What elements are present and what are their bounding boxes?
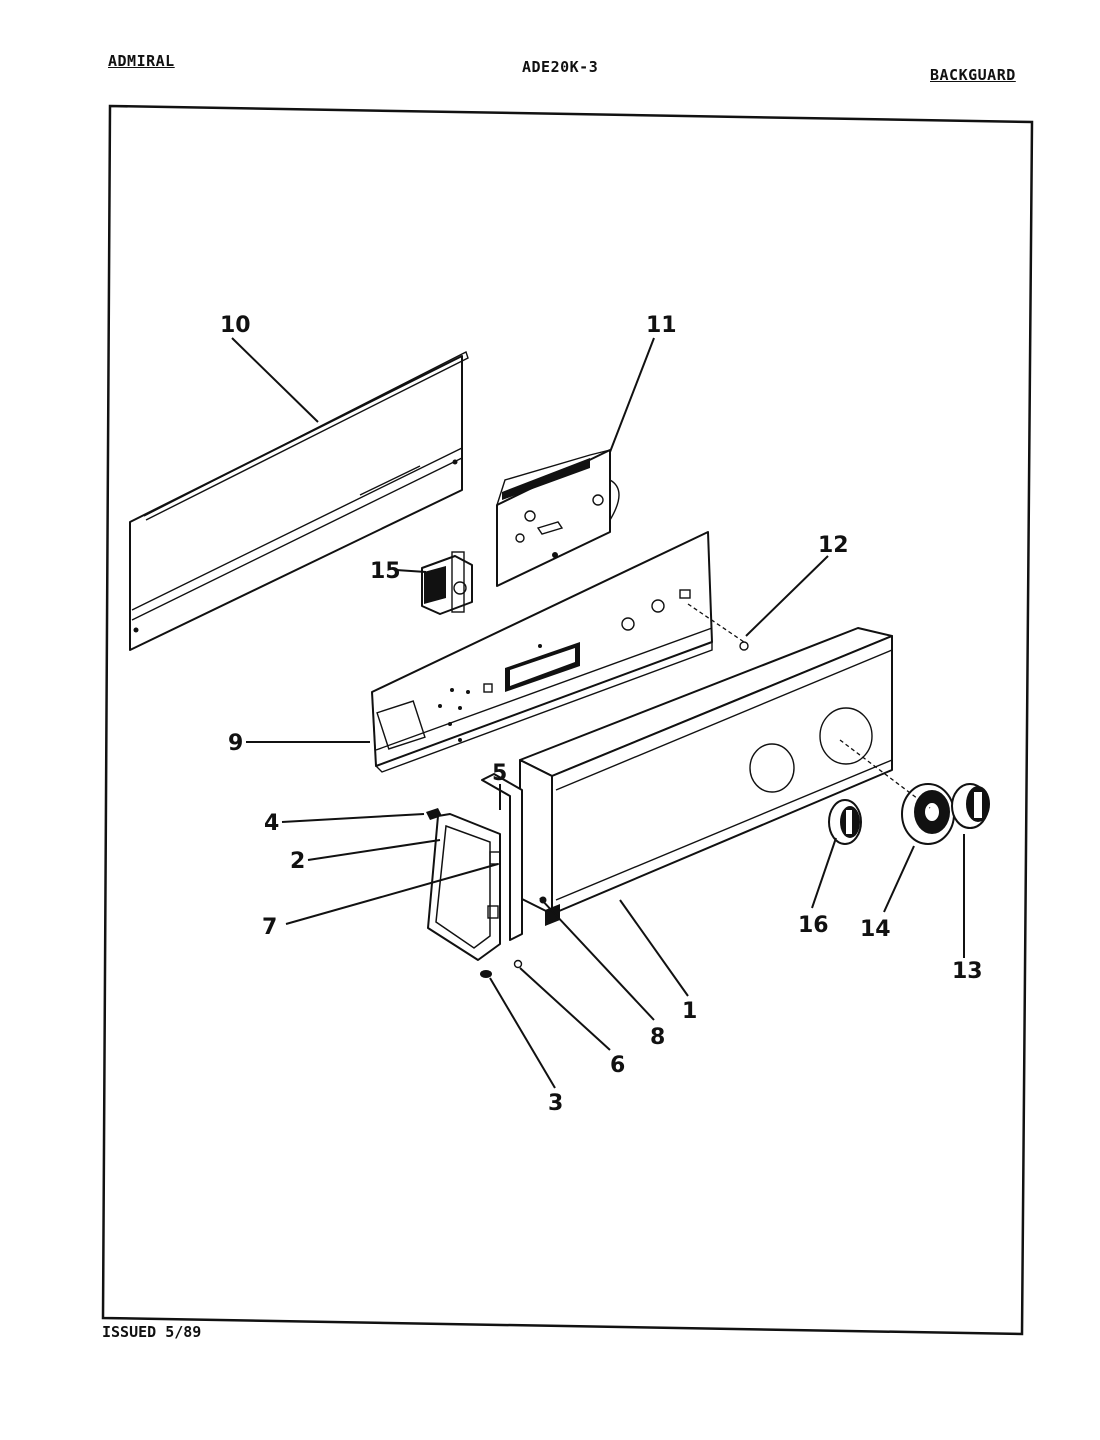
callout-4: 4: [264, 811, 279, 836]
callout-13: 13: [952, 959, 983, 984]
callout-3: 3: [548, 1091, 563, 1116]
part-9-control-panel: [371, 531, 713, 773]
part-11-timer: [496, 449, 620, 587]
callout-2: 2: [290, 849, 305, 874]
part-6-screw: [513, 959, 523, 969]
callout-6: 6: [610, 1053, 625, 1078]
brand-label: ADMIRAL: [108, 52, 175, 70]
part-1-housing: [519, 627, 893, 926]
callout-9: 9: [228, 731, 243, 756]
part-3-clip: [480, 970, 492, 978]
issued-date: ISSUED 5/89: [102, 1323, 202, 1341]
section-title: BACKGUARD: [930, 66, 1016, 84]
callout-14: 14: [860, 917, 891, 942]
part-10-rear-panel: [129, 351, 469, 651]
part-15-switch: [421, 551, 473, 615]
callout-12: 12: [818, 533, 849, 558]
part-13-knob: [951, 783, 990, 829]
part-5-trim: [481, 773, 523, 941]
drawing-frame: [101, 104, 1034, 1336]
callout-1: 1: [682, 999, 697, 1024]
part-16-knob: [828, 799, 862, 845]
callout-5: 5: [492, 761, 507, 786]
part-14-dial: [901, 783, 955, 845]
callout-7: 7: [262, 915, 277, 940]
callout-16: 16: [798, 913, 829, 938]
callout-15: 15: [370, 559, 401, 584]
callout-11: 11: [646, 313, 677, 338]
part-12-screw: [739, 641, 749, 651]
part-2-side-frame: [427, 813, 501, 961]
callout-10: 10: [220, 313, 251, 338]
callout-8: 8: [650, 1025, 665, 1050]
model-number: ADE20K-3: [522, 58, 599, 76]
